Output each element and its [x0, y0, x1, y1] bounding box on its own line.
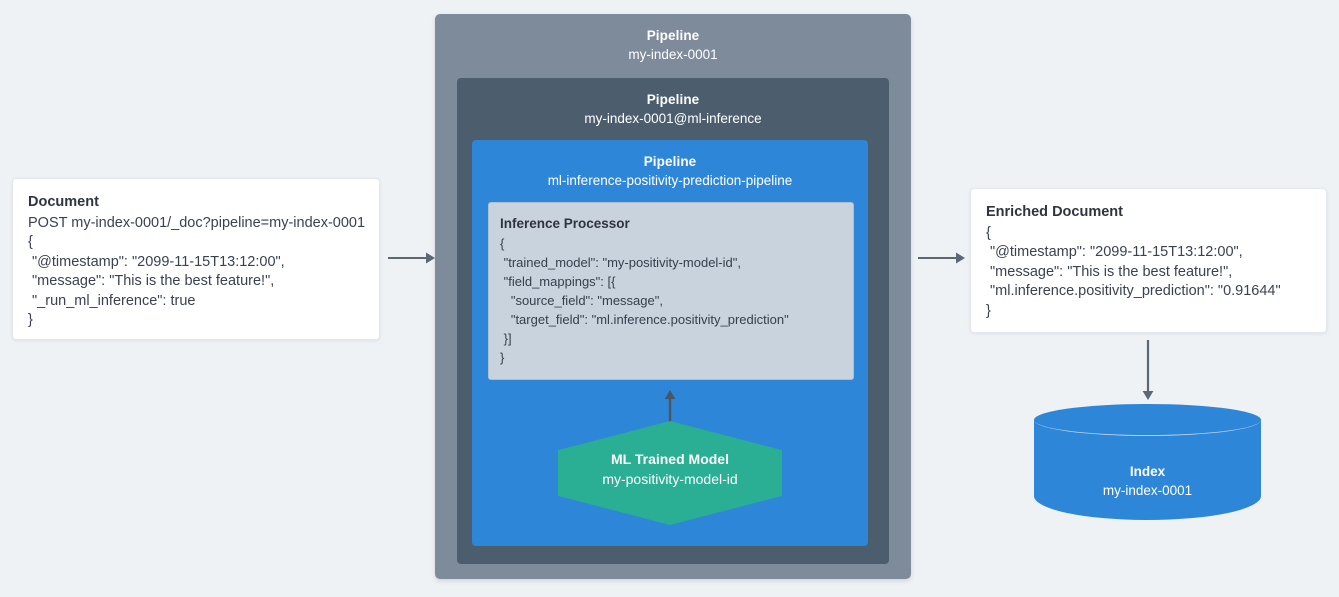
pipeline-outer-header: Pipeline my-index-0001	[435, 14, 911, 64]
document-line-3: "message": "This is the best feature!",	[28, 273, 275, 289]
enriched-line-4: }	[986, 302, 991, 319]
arrow-model-to-processor	[662, 390, 678, 426]
enriched-line-0: {	[986, 224, 991, 241]
document-line-4: "_run_ml_inference": true	[28, 292, 196, 309]
inference-processor-box: Inference Processor { "trained_model": "…	[488, 202, 854, 380]
pipeline-outer-name: my-index-0001	[628, 47, 718, 62]
document-line-5: }	[28, 312, 33, 328]
index-label-group: Index my-index-0001	[1034, 462, 1261, 500]
pipeline-outer-box: Pipeline my-index-0001 Pipeline my-index…	[435, 14, 911, 579]
enriched-document-card: Enriched Document { "@timestamp": "2099-…	[970, 188, 1327, 333]
arrow-document-to-pipeline	[388, 250, 436, 266]
pipeline-middle-box: Pipeline my-index-0001@ml-inference Pipe…	[457, 78, 889, 564]
pipeline-middle-header: Pipeline my-index-0001@ml-inference	[457, 78, 889, 128]
pipeline-middle-label: Pipeline	[646, 92, 700, 107]
enriched-line-2: "message": "This is the best feature!",	[986, 263, 1233, 280]
pipeline-middle-name: my-index-0001@ml-inference	[584, 111, 762, 126]
pipeline-inner-name: ml-inference-positivity-prediction-pipel…	[547, 173, 793, 188]
processor-line-5: }]	[500, 331, 512, 346]
index-cylinder: Index my-index-0001	[1034, 404, 1261, 528]
processor-line-3: "source_field": "message",	[500, 293, 663, 308]
index-title: Index	[1129, 464, 1166, 479]
document-card: Document POST my-index-0001/_doc?pipelin…	[12, 178, 380, 340]
enriched-document-title: Enriched Document	[986, 204, 1123, 220]
index-name: my-index-0001	[1102, 483, 1193, 498]
index-cylinder-top	[1034, 404, 1261, 436]
pipeline-outer-label: Pipeline	[646, 28, 700, 43]
ml-trained-model-title: ML Trained Model	[611, 451, 729, 467]
document-line-1: {	[28, 234, 33, 250]
document-line-2: "@timestamp": "2099-11-15T13:12:00",	[28, 253, 285, 270]
index-cylinder-body	[1034, 420, 1261, 520]
ml-trained-model-name: my-positivity-model-id	[602, 471, 738, 487]
processor-line-6: }	[500, 350, 505, 365]
pipeline-inner-box: Pipeline ml-inference-positivity-predict…	[472, 140, 868, 546]
processor-line-4: "target_field": "ml.inference.positivity…	[500, 312, 789, 327]
processor-line-2: "field_mappings": [{	[500, 274, 616, 289]
pipeline-inner-label: Pipeline	[643, 154, 697, 169]
inference-processor-title: Inference Processor	[500, 216, 630, 231]
arrow-pipeline-to-enriched-document	[918, 250, 966, 266]
processor-line-0: {	[500, 236, 505, 251]
enriched-line-1: "@timestamp": "2099-11-15T13:12:00",	[986, 244, 1243, 260]
arrow-enriched-document-to-index	[1140, 340, 1156, 400]
pipeline-inner-header: Pipeline ml-inference-positivity-predict…	[472, 140, 868, 190]
processor-line-1: "trained_model": "my-positivity-model-id…	[500, 255, 741, 270]
document-title: Document	[28, 194, 99, 210]
document-line-0: POST my-index-0001/_doc?pipeline=my-inde…	[28, 214, 366, 231]
enriched-line-3: "ml.inference.positivity_prediction": "0…	[986, 283, 1281, 299]
